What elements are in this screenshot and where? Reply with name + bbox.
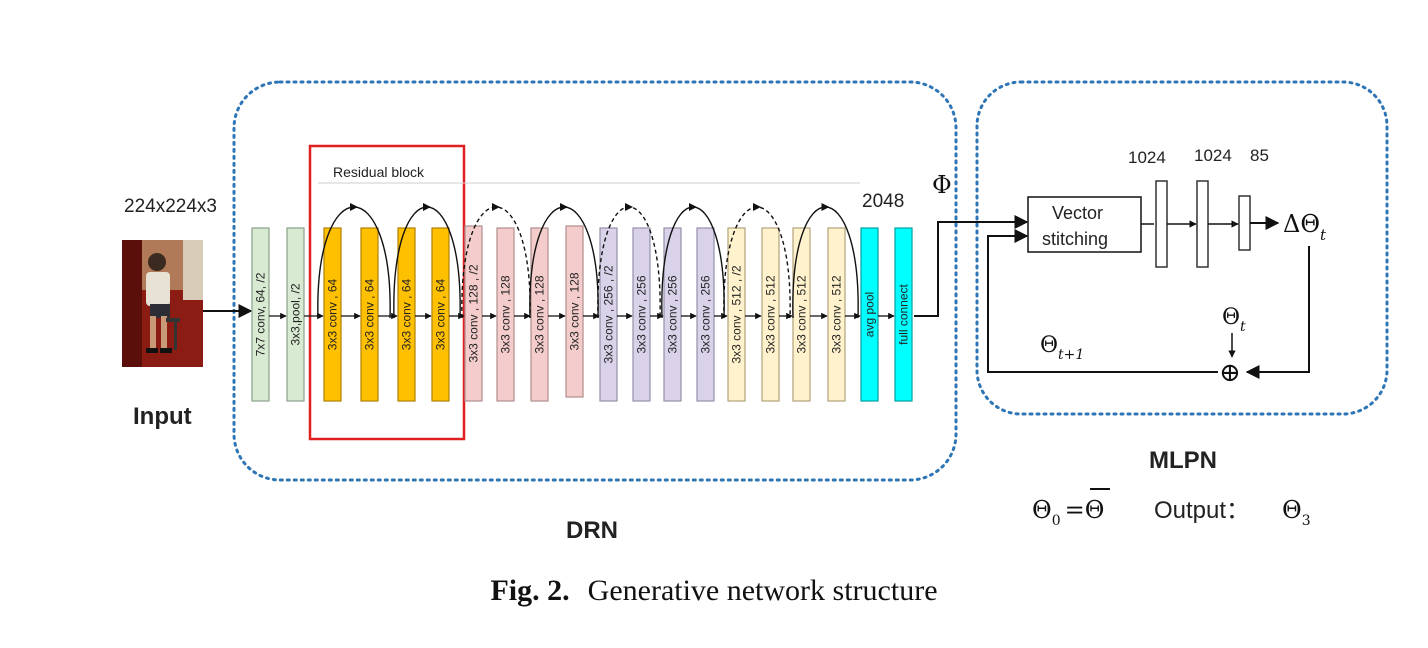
fc2-layer <box>1196 180 1209 268</box>
skip-arc-arrowhead-4 <box>560 203 568 211</box>
output-theta: Θ3 <box>1282 496 1311 529</box>
layer-box-6 <box>431 227 450 402</box>
fc1-layer <box>1155 180 1168 268</box>
layer-label-19: avg pool <box>863 292 877 337</box>
layer-box-20 <box>894 227 913 402</box>
skip-arc-arrowhead-6 <box>689 203 697 211</box>
phi-connector <box>914 215 1029 317</box>
layer-box-1 <box>251 227 270 402</box>
layer-label-14: 3x3 conv , 256 <box>699 275 713 353</box>
skip-arc-3 <box>461 206 531 319</box>
init-formula: Θ0=Θ <box>1032 496 1104 529</box>
layer-box-19 <box>860 227 879 402</box>
plus-to-stitch-connector <box>987 229 1218 373</box>
theta-t-label: Θt <box>1222 305 1246 335</box>
layer-label-1: 7x7 conv, 64, /2 <box>254 272 268 356</box>
layer-box-8 <box>496 227 515 402</box>
caption-fig-number: Fig. 2. <box>490 574 570 607</box>
layer-label-10: 3x3 conv , 128 <box>568 272 582 350</box>
layer-label-3: 3x3 conv , 64 <box>326 278 340 350</box>
layer-box-3 <box>323 227 342 402</box>
skip-arc-arrowhead-1 <box>350 203 358 211</box>
layer-box-16 <box>761 227 780 402</box>
delta-to-plus-connector <box>1245 246 1310 379</box>
vector-stitching-line1: Vector <box>1052 203 1103 223</box>
layer-label-11: 3x3 conv , 256 , /2 <box>602 265 616 363</box>
fc1-size: 1024 <box>1128 148 1166 167</box>
feature-dim-label: 2048 <box>862 191 904 212</box>
fc3-size: 85 <box>1250 146 1269 165</box>
fc3-layer <box>1238 195 1251 251</box>
drn-container <box>232 80 958 482</box>
layer-label-16: 3x3 conv , 512 <box>764 275 778 353</box>
skip-arc-arrowhead-7 <box>753 203 761 211</box>
layer-label-17: 3x3 conv , 512 <box>795 275 809 353</box>
layer-label-6: 3x3 conv , 64 <box>434 278 448 350</box>
skip-arc-arrowhead-2 <box>423 203 431 211</box>
layer-box-4 <box>360 227 379 402</box>
layer-label-7: 3x3 conv , 128 , /2 <box>467 264 481 362</box>
residual-block-label: Residual block <box>333 164 425 180</box>
figure-caption: Fig. 2. Generative network structure <box>0 574 1428 608</box>
layer-label-12: 3x3 conv , 256 <box>635 275 649 353</box>
residual-block-frame <box>308 144 466 441</box>
vector-stitching-box <box>1027 196 1142 253</box>
mlpn-container <box>975 80 1389 416</box>
fc2-size: 1024 <box>1194 146 1232 165</box>
skip-arc-arrowhead-8 <box>821 203 830 211</box>
delta-theta-label: ΔΘt <box>1283 210 1327 244</box>
layer-box-5 <box>397 227 416 402</box>
layer-label-8: 3x3 conv , 128 <box>499 275 513 353</box>
layer-label-5: 3x3 conv , 64 <box>400 278 414 350</box>
plus-node: ⊕ <box>1219 358 1241 388</box>
layer-label-20: full connect <box>897 283 911 344</box>
drn-layers: 7x7 conv, 64, /2 3x3,pool, /2 3x3 conv , 6… <box>251 225 913 402</box>
input-image <box>122 240 203 367</box>
skip-connections <box>317 203 859 319</box>
layer-box-18 <box>827 227 846 402</box>
layer-box-9 <box>530 227 549 402</box>
input-label: Input <box>133 403 192 430</box>
layer-box-2 <box>286 227 305 402</box>
vector-stitching-line2: stitching <box>1042 229 1108 249</box>
phi-label: Φ <box>932 171 952 199</box>
layer-box-7 <box>464 225 483 402</box>
caption-text: Generative network structure <box>587 574 938 607</box>
layer-label-13: 3x3 conv , 256 <box>666 275 680 353</box>
layer-label-9: 3x3 conv , 128 <box>533 275 547 353</box>
mlpn-label: MLPN <box>1149 447 1217 474</box>
skip-arc-arrowhead-5 <box>625 203 633 211</box>
layer-label-15: 3x3 conv , 512 , /2 <box>730 265 744 363</box>
layer-label-2: 3x3,pool, /2 <box>289 283 303 345</box>
theta-next-label: Θt+1 <box>1040 333 1084 363</box>
output-label: Output： <box>1154 497 1250 524</box>
layer-box-10 <box>565 225 584 398</box>
drn-label: DRN <box>566 517 618 544</box>
input-size-label: 224x224x3 <box>124 196 217 217</box>
layer-box-12 <box>632 227 651 402</box>
layer-box-14 <box>696 227 715 402</box>
skip-arc-arrowhead-3 <box>492 203 500 211</box>
layer-label-18: 3x3 conv , 512 <box>830 275 844 353</box>
layer-label-4: 3x3 conv , 64 <box>363 278 377 350</box>
